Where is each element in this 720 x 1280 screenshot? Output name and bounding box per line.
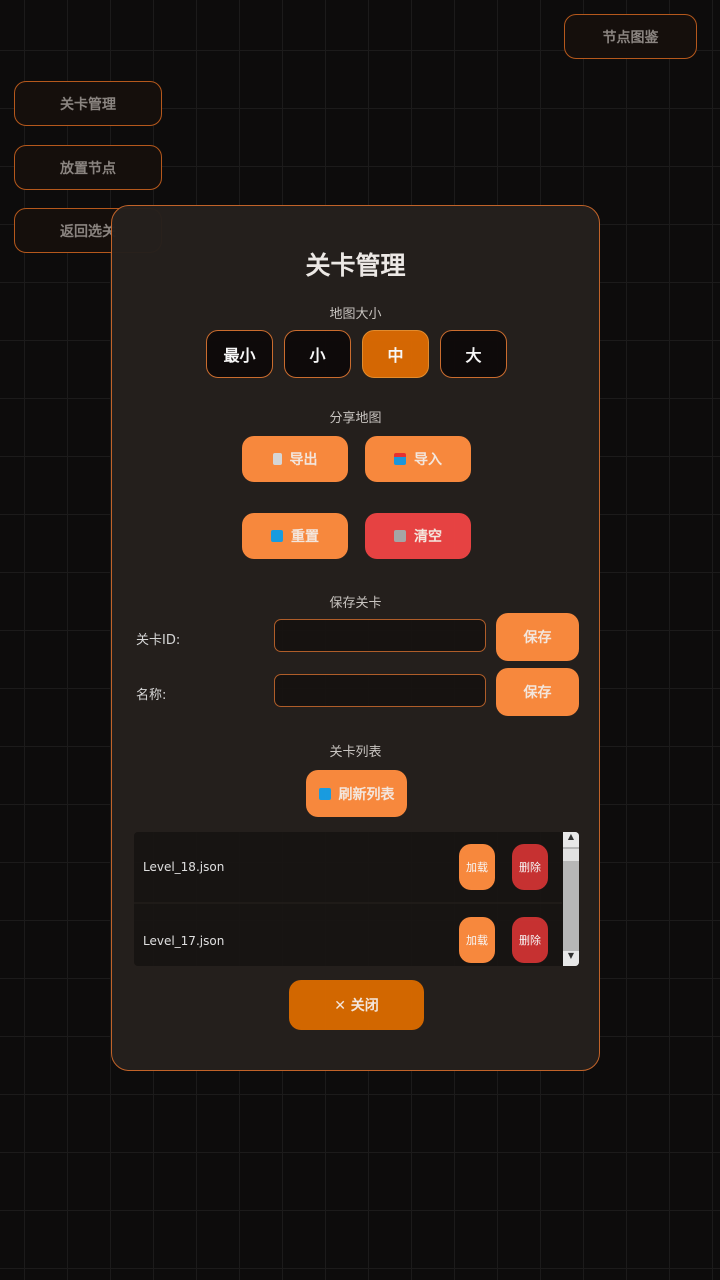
clipboard-icon	[272, 453, 282, 465]
size-smallest-button[interactable]: 最小	[206, 330, 273, 378]
delete-button[interactable]: 删除	[512, 844, 548, 890]
load-button[interactable]: 加载	[459, 844, 495, 890]
level-filename: Level_17.json	[143, 934, 225, 948]
node-catalog-button[interactable]: 节点图鉴	[564, 14, 697, 59]
level-manage-modal: 关卡管理 地图大小 最小 小 中 大 分享地图 导出 导入 重置 清空 保存关卡…	[111, 205, 600, 1071]
inbox-icon	[394, 453, 406, 465]
refresh-list-label: 刷新列表	[338, 786, 395, 803]
import-button[interactable]: 导入	[365, 436, 471, 482]
modal-title: 关卡管理	[305, 251, 406, 280]
level-manage-button[interactable]: 关卡管理	[14, 81, 162, 126]
level-filename: Level_18.json	[143, 860, 225, 874]
name-input[interactable]	[274, 674, 486, 707]
load-button[interactable]: 加载	[459, 917, 495, 963]
place-node-button[interactable]: 放置节点	[14, 145, 162, 190]
list-item: Level_18.json 加载 删除	[134, 832, 562, 904]
import-label: 导入	[414, 452, 442, 468]
reset-label: 重置	[291, 529, 319, 545]
list-scrollbar[interactable]: ▲ ▼	[563, 832, 579, 966]
save-name-button[interactable]: 保存	[496, 668, 579, 716]
clear-button[interactable]: 清空	[365, 513, 471, 559]
name-label: 名称:	[136, 688, 167, 703]
share-map-label: 分享地图	[329, 411, 382, 426]
level-id-label: 关卡ID:	[136, 633, 181, 648]
scroll-down-arrow-icon[interactable]: ▼	[563, 951, 579, 966]
size-medium-button[interactable]: 中	[362, 330, 429, 378]
level-id-input[interactable]	[274, 619, 486, 652]
list-item: Level_17.json 加载 删除	[134, 906, 562, 966]
export-button[interactable]: 导出	[242, 436, 348, 482]
refresh-icon	[271, 530, 283, 542]
export-label: 导出	[289, 452, 318, 468]
level-list-label: 关卡列表	[329, 745, 382, 760]
size-small-button[interactable]: 小	[284, 330, 351, 378]
level-list[interactable]: Level_18.json 加载 删除 Level_17.json 加载 删除 …	[134, 832, 579, 966]
reset-button[interactable]: 重置	[242, 513, 348, 559]
delete-button[interactable]: 删除	[512, 917, 548, 963]
clear-label: 清空	[414, 529, 442, 545]
map-size-label: 地图大小	[329, 307, 382, 322]
scroll-thumb[interactable]	[563, 849, 579, 861]
save-id-button[interactable]: 保存	[496, 613, 579, 661]
trash-icon	[394, 530, 406, 542]
scroll-up-arrow-icon[interactable]: ▲	[563, 832, 579, 847]
close-button[interactable]: ✕ 关闭	[289, 980, 424, 1030]
size-large-button[interactable]: 大	[440, 330, 507, 378]
refresh-list-button[interactable]: 刷新列表	[306, 770, 407, 817]
save-level-label: 保存关卡	[329, 596, 382, 611]
refresh-icon	[318, 787, 331, 800]
